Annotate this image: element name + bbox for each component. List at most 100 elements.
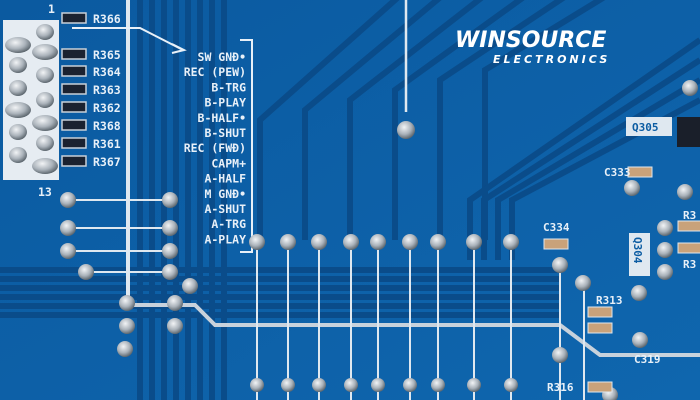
solder-pad xyxy=(677,184,693,200)
connector-pad xyxy=(5,37,31,53)
smd-component xyxy=(543,238,569,250)
smd-resistor xyxy=(61,137,87,149)
logo-brand: WINSOURCE xyxy=(455,28,606,53)
c319-label: C319 xyxy=(634,353,661,366)
solder-pad xyxy=(250,378,264,392)
signal-label: CAPM+ xyxy=(211,156,246,170)
connector-pad xyxy=(36,67,54,83)
solder-pad xyxy=(162,264,178,280)
q305-label-box xyxy=(626,117,672,136)
solder-pad xyxy=(60,192,76,208)
connector-pad xyxy=(36,24,54,40)
r313-label: R313 xyxy=(596,294,623,307)
solder-pad xyxy=(430,234,446,250)
solder-pad xyxy=(167,318,183,334)
resistor-label: R362 xyxy=(93,101,121,115)
resistor-label: R361 xyxy=(93,137,121,151)
solder-pad xyxy=(119,295,135,311)
solder-pad xyxy=(371,378,385,392)
arrow-line xyxy=(72,27,184,51)
signal-label: A-TRG xyxy=(211,217,246,231)
solder-pad xyxy=(403,378,417,392)
pin-13-label: 13 xyxy=(38,185,52,199)
solder-pad xyxy=(397,121,415,139)
connector-pad xyxy=(9,124,27,140)
signal-label: A-HALF xyxy=(204,172,246,186)
smd-component xyxy=(677,220,700,232)
smd-component xyxy=(587,306,613,318)
q304-label-box xyxy=(629,233,650,276)
r3-label-a: R3 xyxy=(683,209,696,222)
solder-pad xyxy=(117,341,133,357)
solder-pad xyxy=(162,192,178,208)
q305-label: Q305 xyxy=(632,121,659,134)
solder-pad xyxy=(552,257,568,273)
smd-resistor xyxy=(61,155,87,167)
signal-label: B-HALF• xyxy=(198,111,246,125)
solder-pad xyxy=(167,295,183,311)
c334-label: C334 xyxy=(543,221,570,234)
signal-label: REC (PEW) xyxy=(184,65,246,79)
connector-pads xyxy=(5,24,58,174)
c333-label: C333 xyxy=(604,166,631,179)
connector-pad xyxy=(9,80,27,96)
smd-component xyxy=(587,381,613,393)
connector-pad xyxy=(32,115,58,131)
solder-pad xyxy=(344,378,358,392)
smd-resistor xyxy=(61,48,87,60)
connector-pad xyxy=(32,158,58,174)
signal-label: B-PLAY xyxy=(204,96,246,110)
solder-pad xyxy=(657,242,673,258)
solder-pad xyxy=(575,275,591,291)
arrow-head-icon xyxy=(171,43,187,54)
resistor-label: R365 xyxy=(93,48,121,62)
transistor-q305 xyxy=(677,117,700,147)
solder-pad xyxy=(162,243,178,259)
connector-pad xyxy=(36,135,54,151)
solder-pad xyxy=(503,234,519,250)
solder-pad xyxy=(682,80,698,96)
signal-label: M GNĐ• xyxy=(204,187,246,201)
solder-pad xyxy=(504,378,518,392)
connector-pad xyxy=(9,57,27,73)
signal-label: A-SHUT xyxy=(204,202,246,216)
resistor-label: R366 xyxy=(93,12,121,26)
solder-pad xyxy=(249,234,265,250)
solder-pad xyxy=(431,378,445,392)
resistor-label: R363 xyxy=(93,83,121,97)
resistor-label: R368 xyxy=(93,119,121,133)
solder-pad xyxy=(466,234,482,250)
smd-resistor xyxy=(61,119,87,131)
solder-pad xyxy=(311,234,327,250)
resistor-label: R364 xyxy=(93,65,121,79)
solder-pad xyxy=(467,378,481,392)
solder-pad xyxy=(312,378,326,392)
solder-pad xyxy=(280,234,296,250)
solder-pad xyxy=(78,264,94,280)
connector-pad xyxy=(36,92,54,108)
connector-pad xyxy=(9,147,27,163)
solder-pad xyxy=(162,220,178,236)
solder-pad xyxy=(60,220,76,236)
smd-component xyxy=(677,242,700,254)
signal-label: B-TRG xyxy=(211,80,246,94)
solder-pad xyxy=(624,180,640,196)
logo-subtitle: ELECTRONICS xyxy=(493,53,610,66)
solder-pad xyxy=(60,243,76,259)
signal-label: B-SHUT xyxy=(204,126,246,140)
solder-pad xyxy=(631,285,647,301)
smd-resistor xyxy=(61,101,87,113)
smd-component xyxy=(627,166,653,178)
solder-pad xyxy=(632,332,648,348)
signal-label: A-PLAY xyxy=(204,232,246,246)
solder-pad xyxy=(402,234,418,250)
solder-pad xyxy=(657,220,673,236)
connector-pad xyxy=(32,44,58,60)
smd-resistor xyxy=(61,83,87,95)
resistor-label: R367 xyxy=(93,155,121,169)
solder-pad xyxy=(370,234,386,250)
smd-resistor xyxy=(61,12,87,24)
label-bracket xyxy=(240,39,253,253)
